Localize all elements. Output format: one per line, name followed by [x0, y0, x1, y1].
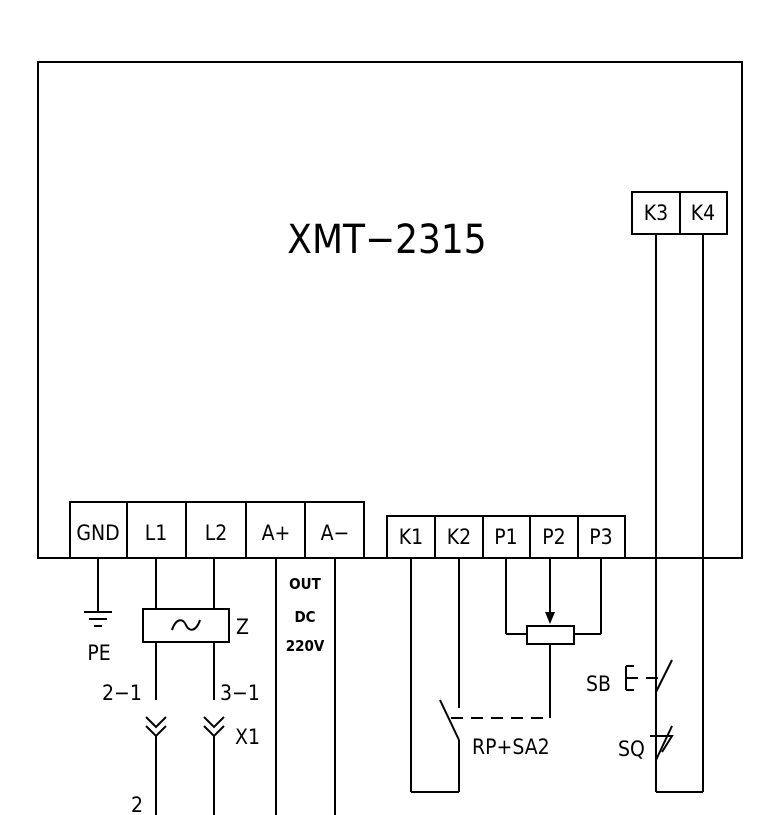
out-label: OUT	[289, 575, 321, 593]
terminal-block-middle: K1 K2 P1 P2 P3	[386, 515, 626, 559]
connector-x1-label: X1	[235, 725, 260, 749]
terminal-block-right: K3 K4	[631, 191, 728, 235]
wiper-arrow-icon	[545, 612, 555, 624]
terminal-gnd: GND	[76, 521, 119, 545]
voltage-label: 220V	[286, 637, 325, 655]
filter-tilde-icon	[171, 619, 201, 631]
earth-ground-symbol	[84, 558, 112, 627]
terminal-k2: K2	[447, 525, 471, 549]
switch-sa2	[410, 558, 548, 793]
terminal-a-plus: A+	[262, 521, 291, 545]
dc-output-wires	[275, 558, 336, 815]
rp-sa2-label: RP+SA2	[472, 735, 550, 759]
wire-2-1-label: 2−1	[102, 681, 142, 705]
filter-z-label: Z	[236, 615, 249, 639]
terminal-k3: K3	[644, 201, 668, 225]
k3-k4-loop	[655, 234, 704, 793]
terminal-p3: P3	[589, 525, 612, 549]
terminal-block-left: GND L1 L2 A+ A−	[69, 501, 365, 559]
device-model-label: XMT−2315	[287, 217, 486, 263]
device-box	[37, 61, 743, 559]
terminal-p2: P2	[542, 525, 565, 549]
switch-sb	[625, 659, 673, 728]
wire-3-1-label: 3−1	[220, 681, 260, 705]
dc-label: DC	[294, 608, 315, 626]
terminal-l2: L2	[205, 521, 228, 545]
terminal-k1: K1	[399, 525, 423, 549]
terminal-p1: P1	[494, 525, 517, 549]
connector-x1	[145, 716, 225, 815]
terminal-k4: K4	[691, 201, 715, 225]
potentiometer-rp	[505, 558, 602, 718]
pe-label: PE	[87, 641, 110, 665]
wire-2-label: 2	[131, 793, 143, 815]
sq-label: SQ	[618, 737, 645, 761]
terminal-l1: L1	[145, 521, 168, 545]
sb-label: SB	[586, 672, 611, 696]
filter-z	[142, 558, 230, 700]
terminal-a-minus: A−	[321, 521, 350, 545]
switch-sq	[650, 725, 674, 761]
